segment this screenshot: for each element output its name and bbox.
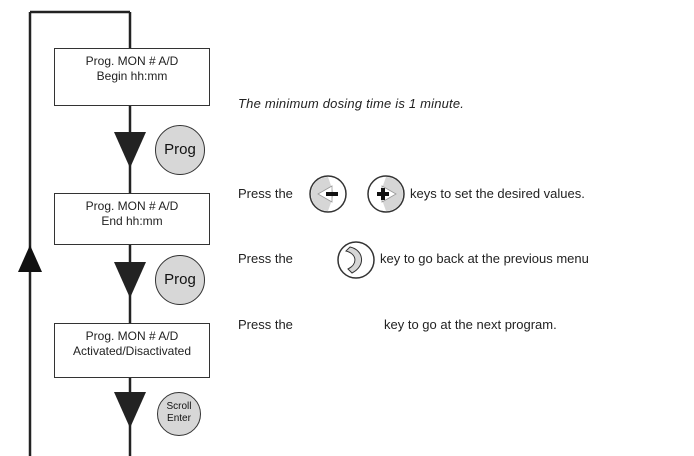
next-program-note: key to go at the next program. [384, 317, 557, 332]
back-key-icon [337, 241, 375, 279]
scroll-key-label: Scroll [166, 401, 192, 412]
prog-key-label-1: Prog [164, 141, 196, 158]
box-activated-line1: Prog. MON # A/D [85, 329, 179, 343]
menu-box-begin: Prog. MON # A/D Begin hh:mm [54, 48, 210, 106]
scroll-enter-key-icon: Scroll Enter [157, 392, 201, 436]
plus-key-icon [367, 175, 405, 213]
menu-box-end: Prog. MON # A/D End hh:mm [54, 193, 210, 245]
set-values-note: keys to set the desired values. [410, 186, 585, 201]
press-the-label-2: Press the [238, 251, 293, 266]
minus-key-icon [309, 175, 347, 213]
go-back-note: key to go back at the previous menu [380, 251, 589, 266]
down-arrow-2 [114, 262, 146, 298]
prog-key-icon-2: Prog [155, 255, 205, 305]
enter-key-label: Enter [167, 413, 191, 424]
box-begin-line1: Prog. MON # A/D [85, 54, 179, 68]
down-arrow-3 [114, 392, 146, 428]
press-the-label-1: Press the [238, 186, 293, 201]
minimum-time-note: The minimum dosing time is 1 minute. [238, 96, 465, 111]
box-begin-line2: Begin hh:mm [96, 69, 168, 83]
menu-box-activated: Prog. MON # A/D Activated/Disactivated [54, 323, 210, 378]
down-arrow-1 [114, 132, 146, 168]
prog-key-label-2: Prog [164, 271, 196, 288]
press-the-label-3: Press the [238, 317, 293, 332]
box-activated-line2: Activated/Disactivated [72, 344, 192, 358]
box-end-line1: Prog. MON # A/D [85, 199, 179, 213]
box-end-line2: End hh:mm [101, 214, 163, 228]
prog-key-icon-1: Prog [155, 125, 205, 175]
loop-up-arrow [18, 245, 42, 272]
